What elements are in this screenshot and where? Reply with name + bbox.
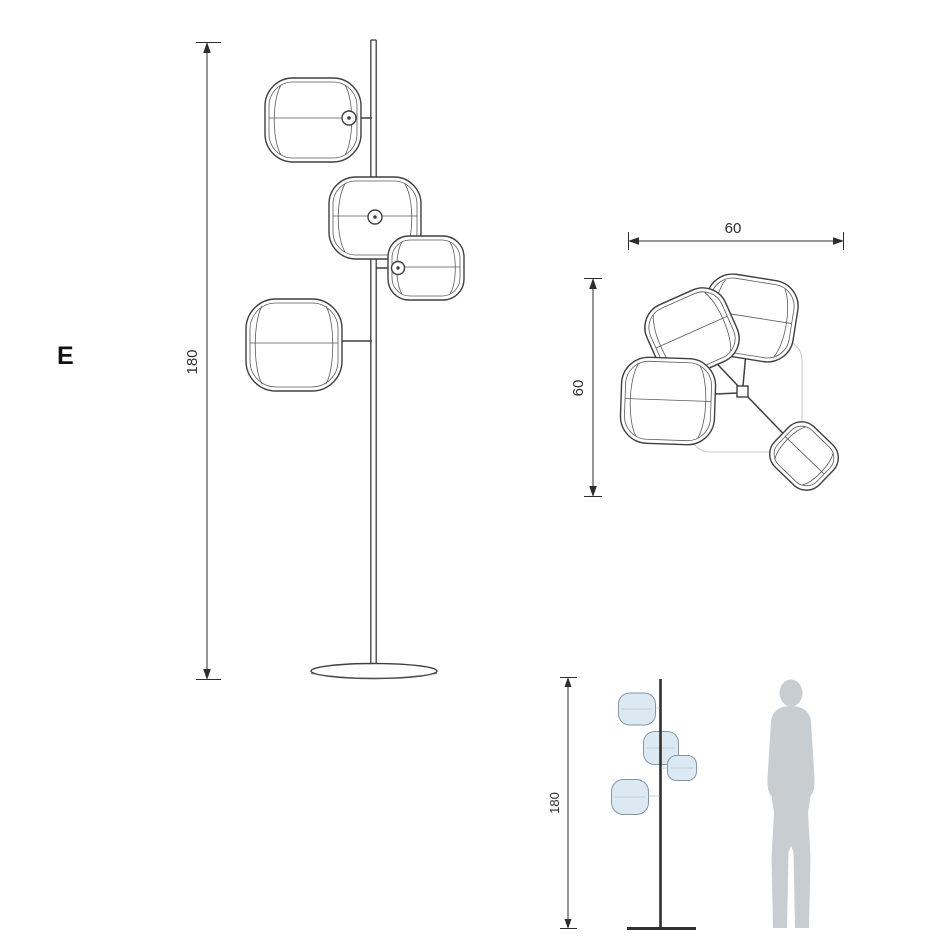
front-shade-1 <box>264 77 362 163</box>
scale-height-dim-label: 180 <box>547 792 562 814</box>
top-shade-d <box>769 421 839 491</box>
scale-shade-1 <box>618 692 656 726</box>
lamp-base <box>310 662 438 680</box>
top-shade-c <box>619 356 717 446</box>
top-depth-dimension: 60 <box>570 278 602 497</box>
top-depth-dim-label: 60 <box>570 380 587 397</box>
scale-comparison-view: 180 <box>547 677 815 930</box>
scale-shade-4 <box>611 779 649 815</box>
top-plan-view: 60 60 <box>570 220 844 497</box>
top-shade-b <box>644 287 740 379</box>
front-height-dimension: 180 <box>184 42 221 680</box>
front-shade-2-connector <box>367 209 383 225</box>
top-width-dimension: 60 <box>628 220 844 250</box>
human-silhouette <box>767 679 815 928</box>
scale-shade-3 <box>667 755 697 781</box>
lamp-pole <box>370 39 377 665</box>
scale-lamp-pole <box>627 679 696 930</box>
front-shade-3 <box>387 235 465 301</box>
front-shade-4 <box>245 298 343 392</box>
top-width-dim-label: 60 <box>725 220 742 237</box>
scale-height-dimension: 180 <box>547 677 577 929</box>
variant-label: E <box>57 342 74 370</box>
front-height-dim-label: 180 <box>184 349 201 374</box>
front-elevation-view: E 180 <box>57 39 465 680</box>
top-hub <box>736 385 749 398</box>
front-shade-3-connector <box>390 260 406 276</box>
front-shade-1-connector <box>341 110 357 126</box>
